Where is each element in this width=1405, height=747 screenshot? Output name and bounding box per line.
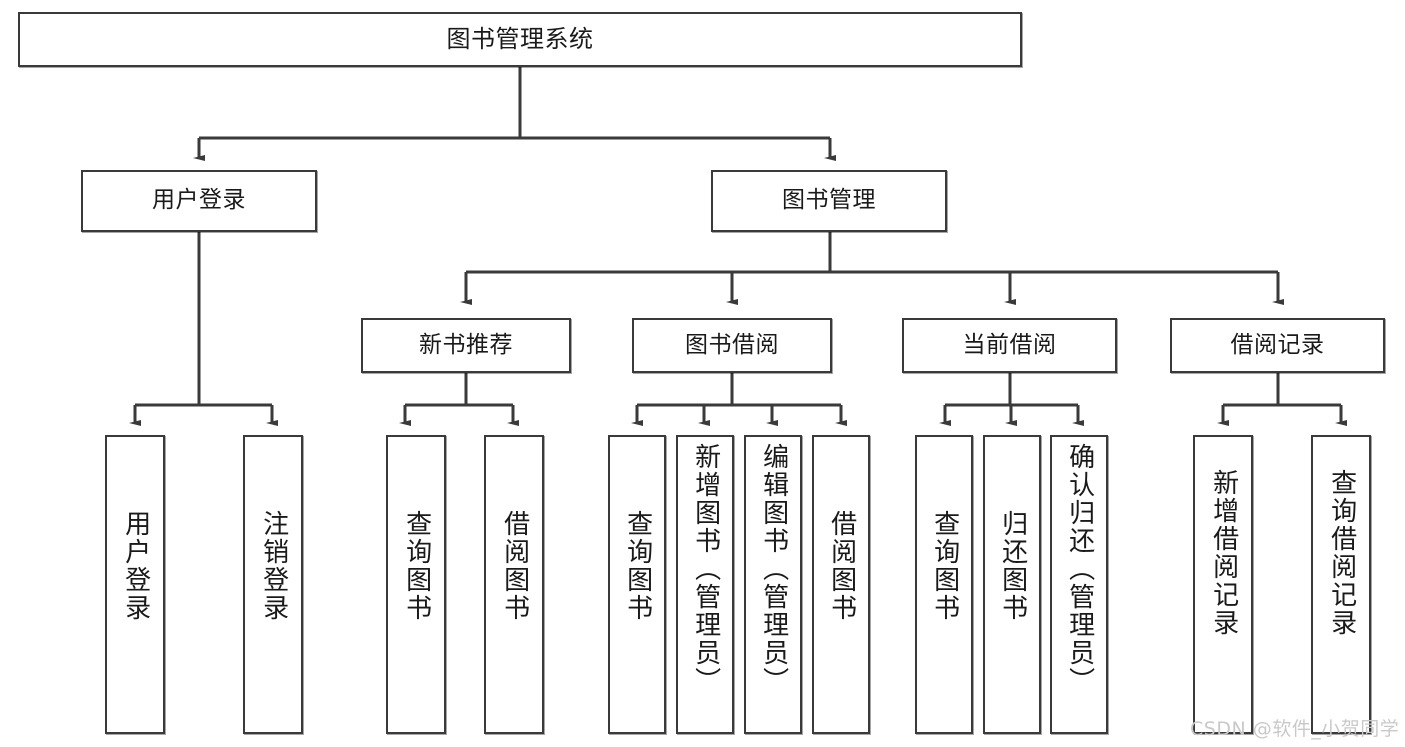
csdn-watermark: CSDN @软件_小贺同学	[1190, 718, 1400, 740]
node-label: 借阅图书	[499, 510, 530, 622]
leaf-borrow-book-1[interactable]: 借阅图书	[484, 435, 544, 734]
node-label: 确认归还（管理员）	[1064, 443, 1095, 695]
node-label: 用户登录	[120, 510, 151, 622]
node-book-management[interactable]: 图书管理	[711, 170, 947, 232]
node-label: 图书借阅	[685, 331, 779, 358]
node-label: 查询图书	[929, 510, 960, 622]
leaf-return-book[interactable]: 归还图书	[983, 435, 1041, 734]
node-book-management-system[interactable]: 图书管理系统	[18, 12, 1022, 67]
node-label: 借阅图书	[826, 510, 857, 622]
node-label: 新增图书（管理员）	[690, 443, 721, 695]
leaf-query-book-3[interactable]: 查询图书	[915, 435, 973, 734]
node-label: 新书推荐	[419, 331, 513, 358]
node-label: 图书管理	[782, 187, 876, 214]
node-current-borrow[interactable]: 当前借阅	[902, 318, 1117, 373]
node-user-login[interactable]: 用户登录	[81, 170, 317, 232]
leaf-logout-login[interactable]: 注销登录	[243, 435, 303, 734]
node-label: 用户登录	[152, 187, 246, 214]
leaf-edit-book[interactable]: 编辑图书（管理员）	[744, 435, 802, 734]
node-label: 查询图书	[401, 510, 432, 622]
node-label: 查询借阅记录	[1326, 469, 1357, 637]
node-label: 图书管理系统	[446, 25, 594, 54]
node-borrow-record[interactable]: 借阅记录	[1170, 318, 1385, 373]
leaf-user-login[interactable]: 用户登录	[105, 435, 165, 734]
leaf-add-record[interactable]: 新增借阅记录	[1193, 435, 1253, 734]
node-label: 查询图书	[622, 510, 653, 622]
node-book-borrow[interactable]: 图书借阅	[632, 318, 832, 373]
leaf-confirm-return[interactable]: 确认归还（管理员）	[1050, 435, 1108, 734]
node-label: 新增借阅记录	[1208, 469, 1239, 637]
node-label: 编辑图书（管理员）	[758, 443, 789, 695]
leaf-add-book[interactable]: 新增图书（管理员）	[676, 435, 734, 734]
node-label: 注销登录	[258, 510, 289, 622]
leaf-query-record[interactable]: 查询借阅记录	[1311, 435, 1371, 734]
node-new-book-recommend[interactable]: 新书推荐	[361, 318, 571, 373]
node-label: 当前借阅	[962, 331, 1057, 358]
leaf-borrow-book-2[interactable]: 借阅图书	[812, 435, 870, 734]
leaf-query-book-1[interactable]: 查询图书	[386, 435, 446, 734]
node-label: 借阅记录	[1230, 331, 1325, 358]
node-label: 归还图书	[997, 510, 1028, 622]
leaf-query-book-2[interactable]: 查询图书	[608, 435, 666, 734]
